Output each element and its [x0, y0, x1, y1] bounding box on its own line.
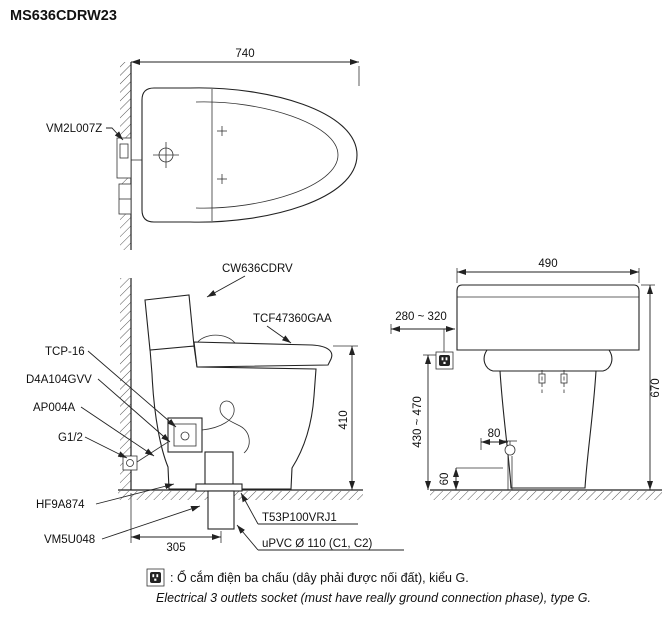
dim-60-text: 60 [439, 473, 451, 486]
label-g12: G1/2 [58, 432, 128, 459]
dim-430-470-text: 430 ~ 470 [412, 396, 424, 447]
label-t53p100vrj1-text: T53P100VRJ1 [262, 512, 337, 524]
label-tcf47360gaa-text: TCF47360GAA [253, 313, 332, 325]
label-d4a104gvv-text: D4A104GVV [26, 374, 92, 386]
label-ap004a-text: AP004A [33, 402, 76, 414]
label-upvc-text: uPVC Ø 110 (C1, C2) [262, 538, 373, 550]
toilet-front-outline [456, 284, 640, 489]
label-vm2l007z-text: VM2L007Z [46, 123, 102, 135]
top-view: 740 VM2L007Z [46, 48, 360, 250]
dim-305: 305 [130, 493, 222, 554]
dim-430-470: 430 ~ 470 [412, 354, 436, 490]
label-t53p100vrj1: T53P100VRJ1 [240, 492, 358, 525]
label-tcp-16: TCP-16 [45, 346, 177, 428]
label-g12-text: G1/2 [58, 432, 83, 444]
label-vm2l007z: VM2L007Z [46, 123, 124, 141]
toilet-plan-outline [131, 87, 358, 223]
label-d4a104gvv: D4A104GVV [26, 374, 171, 443]
side-view: 410 305 CW636CDRV TCF47360GAA TCP-16 D4A… [26, 263, 404, 554]
label-tcp-16-text: TCP-16 [45, 346, 85, 358]
label-cw636cdrv: CW636CDRV [206, 263, 293, 298]
label-cw636cdrv-text: CW636CDRV [222, 263, 293, 275]
dim-80-text: 80 [488, 428, 501, 440]
note-english: Electrical 3 outlets socket (must have r… [156, 591, 591, 605]
dim-740: 740 [131, 48, 360, 86]
label-hf9a874: HF9A874 [36, 483, 175, 511]
note: : Ổ cắm điện ba chấu (dây phải được nối … [146, 568, 591, 605]
dim-490: 490 [456, 258, 640, 283]
dim-410: 410 [333, 345, 358, 490]
dim-80: 80 [480, 428, 508, 450]
side-wall-hatch [120, 278, 131, 490]
socket-icon [435, 351, 454, 370]
label-ap004a: AP004A [33, 402, 155, 457]
drain-flange [195, 483, 243, 492]
front-view: 490 670 [390, 258, 662, 500]
dim-670-text: 670 [650, 378, 662, 397]
dim-490-text: 490 [538, 258, 557, 270]
dim-740-text: 740 [235, 48, 254, 60]
side-floor-hatch [118, 491, 363, 500]
dim-280-320-text: 280 ~ 320 [395, 311, 446, 323]
page-title: MS636CDRW23 [10, 8, 117, 24]
dim-60: 60 [439, 467, 503, 490]
supply-fitting [122, 455, 138, 471]
label-upvc: uPVC Ø 110 (C1, C2) [236, 524, 404, 551]
note-vietnamese: : Ổ cắm điện ba chấu (dây phải được nối … [170, 570, 469, 585]
label-vm5u048: VM5U048 [44, 505, 201, 546]
front-floor-hatch [430, 491, 662, 500]
label-tcf47360gaa: TCF47360GAA [253, 313, 332, 344]
note-socket-icon [146, 568, 165, 587]
dim-280-320: 280 ~ 320 [390, 311, 455, 352]
dim-305-text: 305 [166, 542, 185, 554]
dim-410-text: 410 [338, 410, 350, 429]
label-vm5u048-text: VM5U048 [44, 534, 95, 546]
drain-pipe [207, 490, 235, 530]
dim-670: 670 [641, 284, 662, 490]
label-hf9a874-text: HF9A874 [36, 499, 85, 511]
remote-control-unit [116, 137, 132, 215]
toilet-side-profile [144, 294, 333, 490]
